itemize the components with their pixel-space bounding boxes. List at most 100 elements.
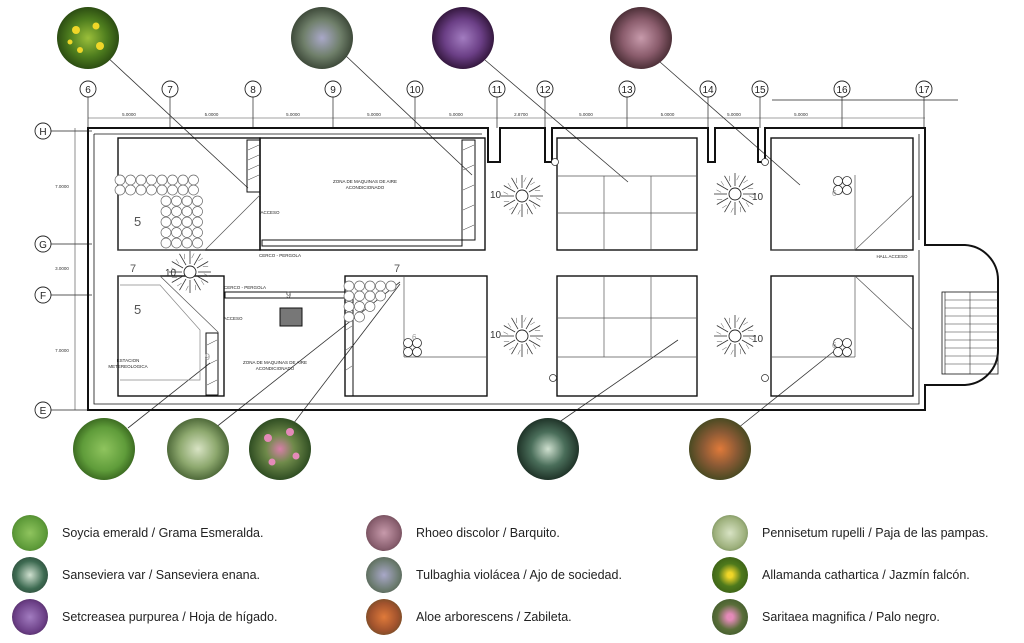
column-axis-label: 11 bbox=[492, 85, 503, 96]
plant-symbols-10 bbox=[169, 173, 756, 357]
legend-item-setcreasea: Setcreasea purpurea / Hoja de hígado. bbox=[12, 598, 277, 636]
saritaea-swatch-icon bbox=[712, 599, 748, 635]
plant-photo-allamanda bbox=[57, 7, 119, 69]
legend-item-grama: Soycia emerald / Grama Esmeralda. bbox=[12, 514, 263, 552]
small-plant-circles bbox=[403, 158, 852, 382]
room-label-estacion-2: METEREOLOGICA bbox=[108, 364, 147, 369]
dimension-labels-left: 7.0000 3.0000 7.0000 bbox=[55, 184, 69, 353]
plant-sun-icon bbox=[501, 315, 543, 357]
room-label-pergola-1: CERCO - PERGOLA bbox=[259, 253, 301, 258]
room-label-acceso-1: ACCESO bbox=[260, 210, 280, 215]
room-label-zone-top-1: ZONA DE MAQUINAS DE AIRE bbox=[333, 179, 397, 184]
plant-photo-aloe bbox=[689, 418, 751, 480]
column-axis-label: 6 bbox=[85, 85, 91, 96]
legend-label: Sanseviera var / Sanseviera enana. bbox=[62, 568, 261, 582]
room-label-estacion-1: ESTACION bbox=[117, 358, 140, 363]
dimension-label: 5.0000 bbox=[661, 112, 675, 117]
plant-number-9-pergola: 9 bbox=[286, 290, 291, 300]
plant-photo-sanseviera bbox=[517, 418, 579, 480]
tulbaghia-swatch-icon bbox=[366, 557, 402, 593]
sanseviera-swatch-icon bbox=[12, 557, 48, 593]
plant-number-7-left: 7 bbox=[130, 263, 136, 275]
row-axes: H G F E bbox=[34, 122, 92, 419]
yellow-flowers-icon bbox=[67, 22, 104, 53]
plant-number-6-c: 6 bbox=[412, 333, 417, 342]
allamanda-swatch-icon bbox=[712, 557, 748, 593]
dimension-lines bbox=[74, 117, 925, 410]
legend-item-aloe: Aloe arborescens / Zabileta. bbox=[366, 598, 572, 636]
aloe-swatch-icon bbox=[366, 599, 402, 635]
setcreasea-swatch-icon bbox=[12, 599, 48, 635]
grama-cluster bbox=[114, 174, 203, 249]
rhoeo-swatch-icon bbox=[366, 515, 402, 551]
row-axis-label: E bbox=[40, 406, 47, 417]
room-label-pergola-2: CERCO - PERGOLA bbox=[224, 285, 266, 290]
legend-item-sanseviera: Sanseviera var / Sanseviera enana. bbox=[12, 556, 260, 594]
plant-number-10-c: 10 bbox=[752, 192, 764, 203]
planter-grids bbox=[118, 175, 914, 396]
room-label-hall: HALL ACCESO bbox=[876, 254, 908, 259]
plant-sun-icon bbox=[714, 173, 756, 215]
dimension-label: 7.0000 bbox=[55, 184, 69, 189]
plant-number-10-d: 10 bbox=[490, 330, 502, 341]
column-axis-label: 12 bbox=[539, 85, 551, 96]
row-axis-label: G bbox=[39, 240, 47, 251]
legend-label: Tulbaghia violácea / Ajo de sociedad. bbox=[416, 568, 622, 582]
column-axis-label: 8 bbox=[250, 85, 256, 96]
plant-number-7-right: 7 bbox=[394, 263, 400, 275]
column-axis-label: 15 bbox=[754, 85, 766, 96]
column-axis-label: 7 bbox=[167, 85, 173, 96]
plant-sun-icon bbox=[714, 315, 756, 357]
pink-flowers-icon bbox=[264, 428, 300, 466]
legend-label: Setcreasea purpurea / Hoja de hígado. bbox=[62, 610, 278, 624]
room-label-zone-bottom-2: ACONDICIONADO bbox=[256, 366, 295, 371]
column-axis-label: 16 bbox=[836, 85, 848, 96]
legend-item-rhoeo: Rhoeo discolor / Barquito. bbox=[366, 514, 560, 552]
plant-photo-pennisetum bbox=[167, 418, 229, 480]
dimension-label: 5.0000 bbox=[367, 112, 381, 117]
column-axis-label: 10 bbox=[409, 85, 421, 96]
plant-number-6-b: 6 bbox=[832, 341, 837, 350]
dimension-label: 5.0000 bbox=[205, 112, 219, 117]
legend-item-tulbaghia: Tulbaghia violácea / Ajo de sociedad. bbox=[366, 556, 622, 594]
room-label-zone-bottom-1: ZONA DE MAQUINAS DE AIRE bbox=[243, 360, 307, 365]
legend-label: Saritaea magnifica / Palo negro. bbox=[762, 610, 940, 624]
plant-number-6-a: 6 bbox=[832, 189, 837, 198]
plant-number-10-b: 10 bbox=[490, 190, 502, 201]
legend-label: Rhoeo discolor / Barquito. bbox=[416, 526, 560, 540]
plant-photo-setcreasea bbox=[432, 7, 494, 69]
dimension-label: 7.0000 bbox=[55, 348, 69, 353]
row-axis-label: H bbox=[39, 127, 46, 138]
plant-photo-rhoeo bbox=[610, 7, 672, 69]
dimension-label: 5.0000 bbox=[794, 112, 808, 117]
dimension-label: 3.0000 bbox=[55, 266, 69, 271]
legend-item-allamanda: Allamanda cathartica / Jazmín falcón. bbox=[712, 556, 970, 594]
plant-number-9-estacion: 9 bbox=[205, 352, 210, 362]
column-axis-label: 17 bbox=[918, 85, 930, 96]
legend-label: Soycia emerald / Grama Esmeralda. bbox=[62, 526, 264, 540]
room-label-zone-top-2: ACONDICIONADO bbox=[346, 185, 385, 190]
row-axis-label: F bbox=[40, 291, 46, 302]
grama-swatch-icon bbox=[12, 515, 48, 551]
plant-photo-saritaea bbox=[249, 418, 311, 480]
dimension-label: 5.0000 bbox=[579, 112, 593, 117]
plant-number-labels: 5 5 7 7 9 10 10 10 10 10 6 6 6 9 bbox=[130, 189, 837, 362]
dimension-label: 5.0000 bbox=[286, 112, 300, 117]
plant-number-10-a: 10 bbox=[165, 268, 177, 279]
legend-label: Pennisetum rupelli / Paja de las pampas. bbox=[762, 526, 989, 540]
dimension-label: 2.8700 bbox=[514, 112, 528, 117]
plant-number-5-bottom: 5 bbox=[134, 302, 141, 317]
legend-label: Allamanda cathartica / Jazmín falcón. bbox=[762, 568, 970, 582]
stair-steps bbox=[945, 292, 998, 374]
leader-lines bbox=[104, 54, 839, 429]
pennisetum-swatch-icon bbox=[712, 515, 748, 551]
legend-item-pennisetum: Pennisetum rupelli / Paja de las pampas. bbox=[712, 514, 989, 552]
column-axis-label: 9 bbox=[330, 85, 336, 96]
hatch-pattern bbox=[206, 144, 475, 386]
dimension-labels-top: 5.0000 5.0000 5.0000 5.0000 5.0000 2.8700 5.00… bbox=[122, 112, 808, 117]
plant-photo-grama bbox=[73, 418, 135, 480]
column-axis-label: 14 bbox=[702, 85, 714, 96]
plant-sun-icon bbox=[169, 251, 211, 293]
